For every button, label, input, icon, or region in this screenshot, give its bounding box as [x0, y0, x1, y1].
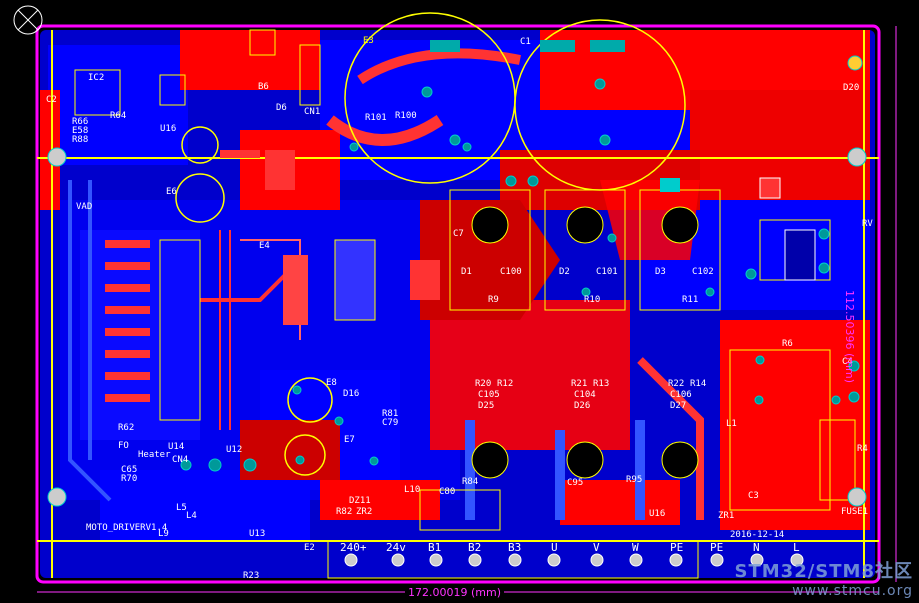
- bulk-capacitors: [175, 12, 686, 476]
- traces: [68, 48, 704, 520]
- board-outline: [35, 24, 881, 584]
- terminal-pads: [344, 553, 804, 567]
- watermark-line2: www.stmcu.org: [792, 583, 913, 599]
- through-hole-pads: [47, 55, 867, 507]
- watermark: STM32/STM8社区 www.stmcu.org: [735, 557, 913, 599]
- power-devices: [471, 206, 699, 479]
- dimension-width-label: 172.00019 (mm): [405, 586, 504, 599]
- watermark-line1: STM32/STM8社区: [734, 561, 913, 582]
- origin-marker: [13, 5, 43, 35]
- dimension-height-label: 112.50396 (mm): [843, 290, 856, 383]
- smd-pads: [105, 40, 816, 402]
